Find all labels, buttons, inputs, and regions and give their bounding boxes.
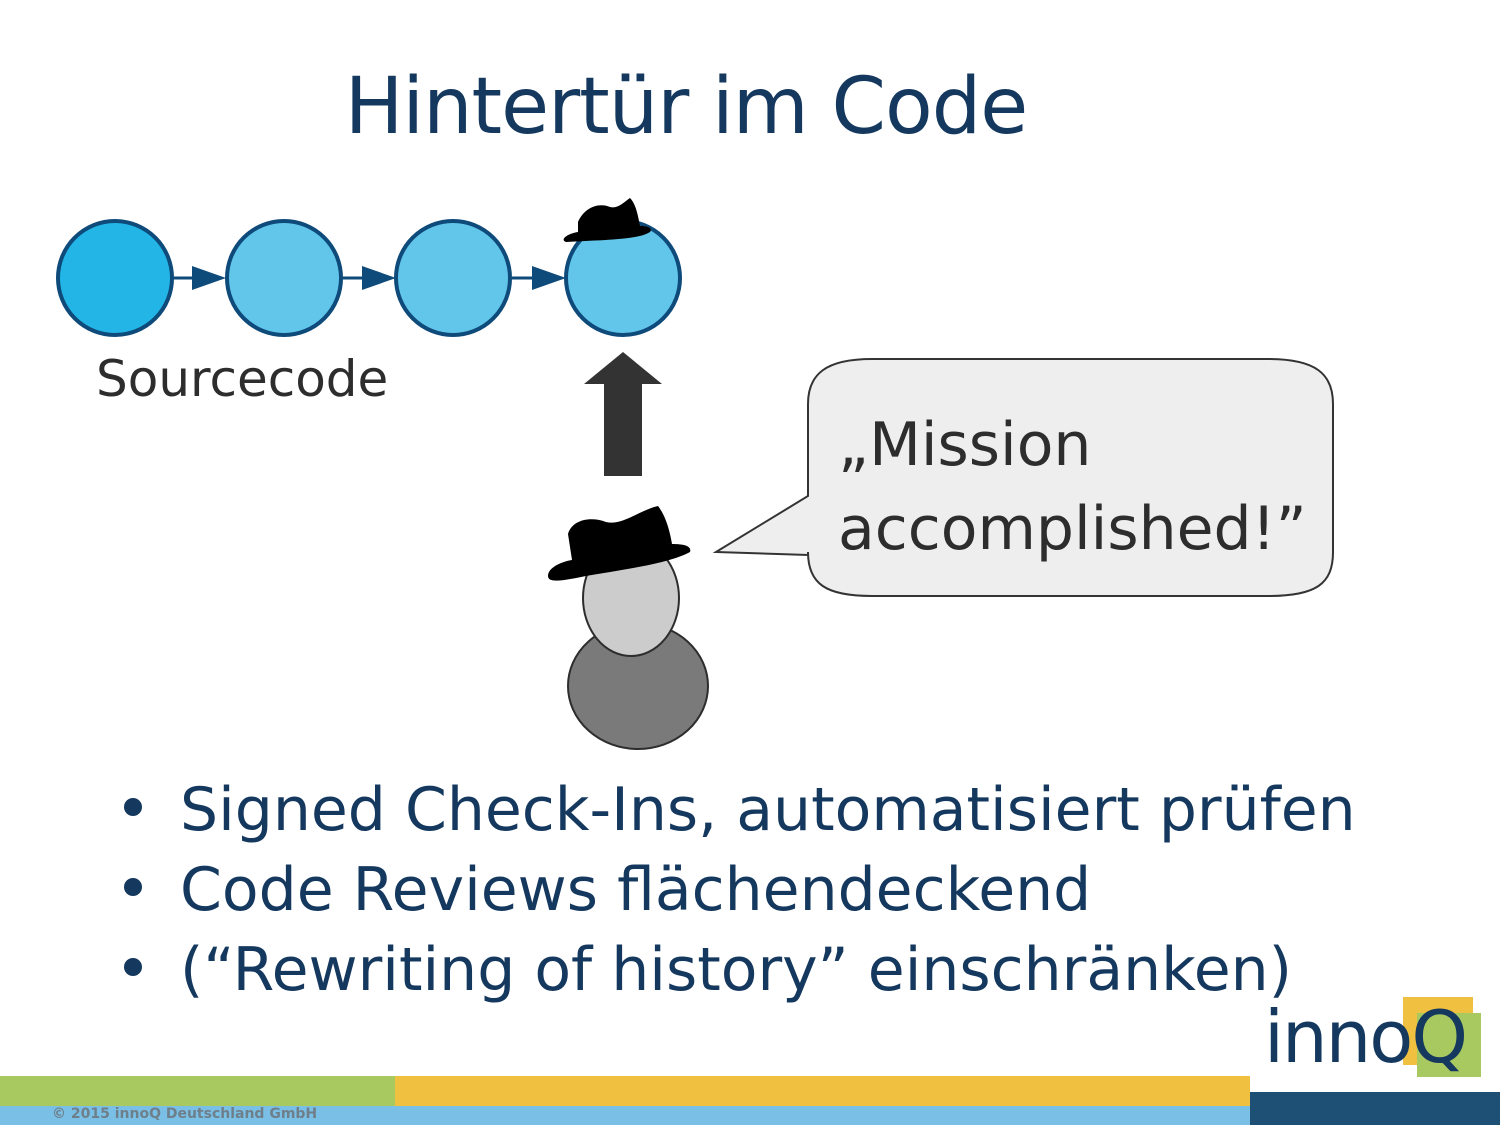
footer-bar-yellow <box>395 1076 1250 1106</box>
bullet-dot-icon <box>124 798 142 816</box>
speech-bubble-text: „Mission accomplished!” <box>838 403 1328 571</box>
sourcecode-label: Sourcecode <box>96 350 389 408</box>
copyright-text: © 2015 innoQ Deutschland GmbH <box>52 1106 318 1122</box>
person-silhouette-icon <box>548 506 709 750</box>
logo-green-square <box>1417 1013 1481 1077</box>
bullet-text: Code Reviews flächendeckend <box>180 855 1092 925</box>
slide-title: Hintertür im Code <box>344 62 1028 152</box>
logo-text-main: inno <box>1264 995 1413 1079</box>
bullet-item: (“Rewriting of history” einschränken) <box>118 930 1356 1010</box>
bullet-text: (“Rewriting of history” einschränken) <box>180 935 1293 1005</box>
bullet-item: Signed Check-Ins, automatisiert prüfen <box>118 770 1356 850</box>
footer-bar-green <box>0 1076 395 1106</box>
footer-bar-blue <box>0 1106 1250 1125</box>
bullet-item: Code Reviews flächendeckend <box>118 850 1356 930</box>
speech-bubble-icon <box>712 358 1334 597</box>
bullet-dot-icon <box>124 878 142 896</box>
speech-line-2: accomplished!” <box>838 494 1307 564</box>
innoq-logo: innoQ <box>1262 995 1484 1081</box>
commit-node-icon <box>56 219 174 337</box>
logo-text: innoQ <box>1264 995 1468 1079</box>
commit-node-icon <box>225 219 343 337</box>
footer-color-bars <box>0 1076 1500 1125</box>
bullet-text: Signed Check-Ins, automatisiert prüfen <box>180 775 1356 845</box>
logo-text-q: Q <box>1411 995 1468 1079</box>
up-arrow-icon <box>584 352 662 476</box>
fedora-hat-icon <box>548 506 691 581</box>
fedora-hat-icon <box>563 198 651 242</box>
commit-node-icon <box>394 219 512 337</box>
footer-bar-navy <box>1250 1092 1500 1125</box>
speech-line-1: „Mission <box>838 410 1092 480</box>
bullet-list: Signed Check-Ins, automatisiert prüfen C… <box>118 770 1356 1010</box>
commit-arrows <box>172 266 566 290</box>
bullet-dot-icon <box>124 958 142 976</box>
